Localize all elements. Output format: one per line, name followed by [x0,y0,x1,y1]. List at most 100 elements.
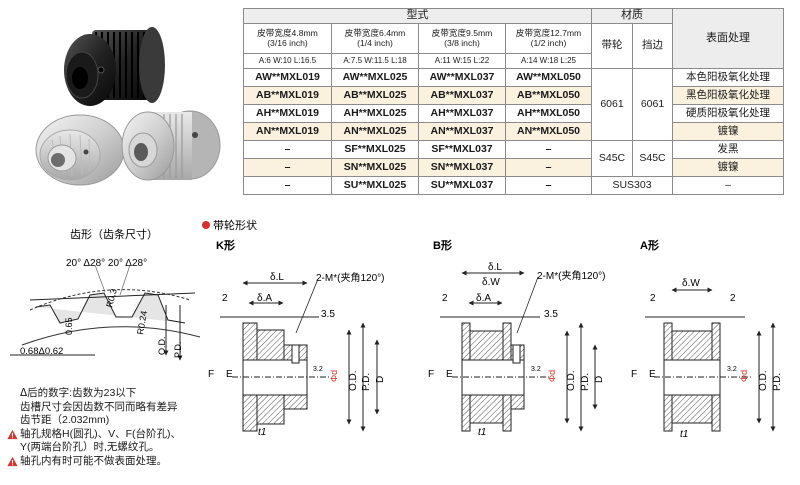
model-code: SN**MXL037 [418,158,506,177]
table-row: AB**MXL019 AB**MXL025 AB**MXL037 AB**MXL… [243,86,784,105]
model-code: SN**MXL025 [331,158,419,177]
surface-value: 黑色阳极氧化处理 [672,86,784,105]
surface-value: 本色阳极氧化处理 [672,68,784,87]
tooth-pd: P.D. [173,342,183,358]
pulley-section-title: 带轮形状 [213,218,257,232]
k-OD: O.D. [348,370,359,391]
tooth-r03: R0.3 [104,288,119,309]
model-code: AB**MXL037 [418,86,506,105]
model-code: SF**MXL037 [418,140,506,159]
silver-pulley-photo-b [121,110,221,181]
b-rough: 3.2 [531,366,541,373]
a-E: E [649,369,656,380]
width-dims: A:7.5 W:11.5 L:18 [331,53,419,69]
k-type-label: K形 [216,239,235,252]
table-row: AH**MXL019 AH**MXL025 AH**MXL037 AH**MXL… [243,104,784,123]
a-type-drawing: δ.W 2 2 F E 3.2 Φd O.D. P.D. t1 [631,278,783,440]
tooth-title: 齿形（齿条尺寸） [70,227,158,241]
b-E: E [446,369,453,380]
model-code: AH**MXL025 [331,104,419,123]
width-header: 皮带宽度9.5mm(3/8 inch) [418,23,506,54]
k-D: D [375,376,386,383]
a-dW: δ.W [682,278,700,289]
model-code: SU**MXL037 [418,176,506,195]
a-t1: t1 [680,429,688,440]
table-row: – SN**MXL025 SN**MXL037 – 镀镍 [243,158,784,177]
a-bore: Φd [739,370,749,382]
note-line-warning: 轴孔内有时可能不做表面处理。 [7,455,212,469]
k-dA: δ.A [257,293,272,304]
note-line: ᐃ后的数字:齿数为23以下 [20,387,137,399]
surface-value: 发黑 [672,140,784,159]
width-dims: A:6 W:10 L:16.5 [243,53,332,69]
a-OD: O.D. [758,370,769,391]
tooth-angles: 20° Δ28° 20° Δ28° [66,258,147,269]
header-surface: 表面处理 [672,8,784,69]
b-type-label: B形 [433,239,452,252]
b-type-drawing: δ.L δ.W 2-M*(夹角120°) 2 δ.A 3.5 F E 3.2 Φ… [428,262,605,438]
k-F: F [208,369,214,380]
model-code: SU**MXL025 [331,176,419,195]
product-photos [35,27,221,186]
tooth-r024: R0.24 [135,310,149,335]
width-header: 皮带宽度12.7mm(1/2 inch) [505,23,592,54]
b-dW: δ.W [482,277,500,288]
k-n2: 2 [222,293,228,304]
k-n35: 3.5 [321,309,335,320]
b-t1: t1 [478,427,486,438]
a-n2-left: 2 [650,293,656,304]
a-n2-right: 2 [730,293,736,304]
k-PD: P.D. [361,373,372,391]
model-code: AN**MXL037 [418,122,506,141]
b-n35: 3.5 [544,309,558,320]
k-rough: 3.2 [313,366,323,373]
header-type: 型式 [243,8,592,24]
bullet-icon [202,221,210,229]
b-dL: δ.L [488,262,502,273]
note-line: Y(两端台阶孔）时,无螺纹孔。 [20,441,160,453]
k-t1: t1 [258,427,266,438]
note-line: 齿槽尺寸会因齿数不同而略有差异 [20,400,178,413]
model-code: AW**MXL019 [243,68,332,87]
material-flange-header: 挡边 [632,23,673,69]
a-F: F [631,369,637,380]
k-type-drawing: δ.L 2-M*(夹角120°) 2 δ.A 3.5 F E 3.2 Φd O.… [208,271,386,438]
model-code: AW**MXL025 [331,68,419,87]
b-D: D [594,376,605,383]
b-OD: O.D. [566,370,577,391]
a-type-label: A形 [640,239,659,252]
surface-value: – [672,176,784,195]
note-line-warning: 轴孔规格H(圆孔)、V、F(台阶孔)、 [7,428,212,442]
width-dims: A:11 W:15 L:22 [418,53,506,69]
b-n2: 2 [442,293,448,304]
model-code: – [243,140,332,159]
material-pulley-header: 带轮 [591,23,633,69]
header-material: 材质 [591,8,673,24]
model-code: AB**MXL050 [505,86,592,105]
model-code: AB**MXL019 [243,86,332,105]
model-code: – [505,140,592,159]
model-code: – [243,158,332,177]
model-code: AN**MXL025 [331,122,419,141]
k-bore: Φd [329,370,339,382]
model-code: AB**MXL025 [331,86,419,105]
model-code: – [243,176,332,195]
a-PD: P.D. [772,373,783,391]
table-row: AW**MXL019 AW**MXL025 AW**MXL037 AW**MXL… [243,68,784,141]
notes: ᐃ后的数字:齿数为23以下 齿槽尺寸会因齿数不同而略有差异 齿节距（2.032m… [7,387,212,468]
model-code: – [505,176,592,195]
b-F: F [428,369,434,380]
surface-value: 镀镍 [672,122,784,141]
surface-value: 镀镍 [672,158,784,177]
width-header: 皮带宽度4.8mm(3/16 inch) [243,23,332,54]
model-code: AH**MXL050 [505,104,592,123]
table-row: – SF**MXL025 SF**MXL037 – S45C S45C 发黑 [243,140,784,177]
tooth-od: O.D. [157,336,167,355]
material-pulley-al: 6061 [591,68,633,141]
model-code: AH**MXL019 [243,104,332,123]
model-code: AW**MXL037 [418,68,506,87]
width-dims: A:14 W:18 L:25 [505,53,592,69]
tooth-profile-drawing: 齿形（齿条尺寸） 20° Δ28° 20° Δ28° R0.3 R0.24 0.… [10,227,201,361]
k-tap: 2-M*(夹角120°) [316,271,384,284]
k-E: E [226,369,233,380]
